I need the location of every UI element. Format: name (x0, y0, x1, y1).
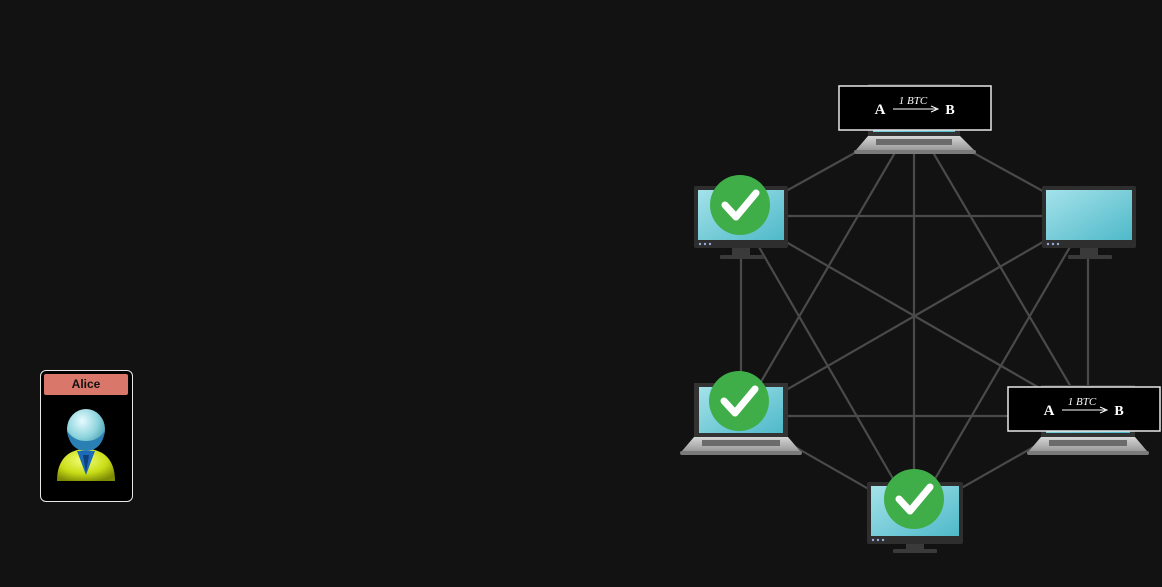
tx-to: B (1114, 404, 1123, 419)
node-upper-right (1042, 186, 1136, 259)
transaction-label-top: A 1 BTC B (838, 85, 992, 131)
network-edges (739, 119, 1090, 516)
user-card: Alice (40, 370, 133, 502)
tx-from: A (1044, 403, 1055, 419)
tx-amount: 1 BTC (899, 95, 928, 107)
verified-check-icon (884, 469, 944, 529)
verified-check-icon (709, 371, 769, 431)
user-avatar-icon (57, 409, 115, 481)
tx-from: A (875, 102, 886, 118)
transaction-label-lower-right: A 1 BTC B (1007, 386, 1161, 432)
tx-amount: 1 BTC (1068, 396, 1097, 408)
tx-to: B (945, 103, 954, 118)
verified-check-icon (710, 175, 770, 235)
user-name-label: Alice (44, 374, 128, 395)
